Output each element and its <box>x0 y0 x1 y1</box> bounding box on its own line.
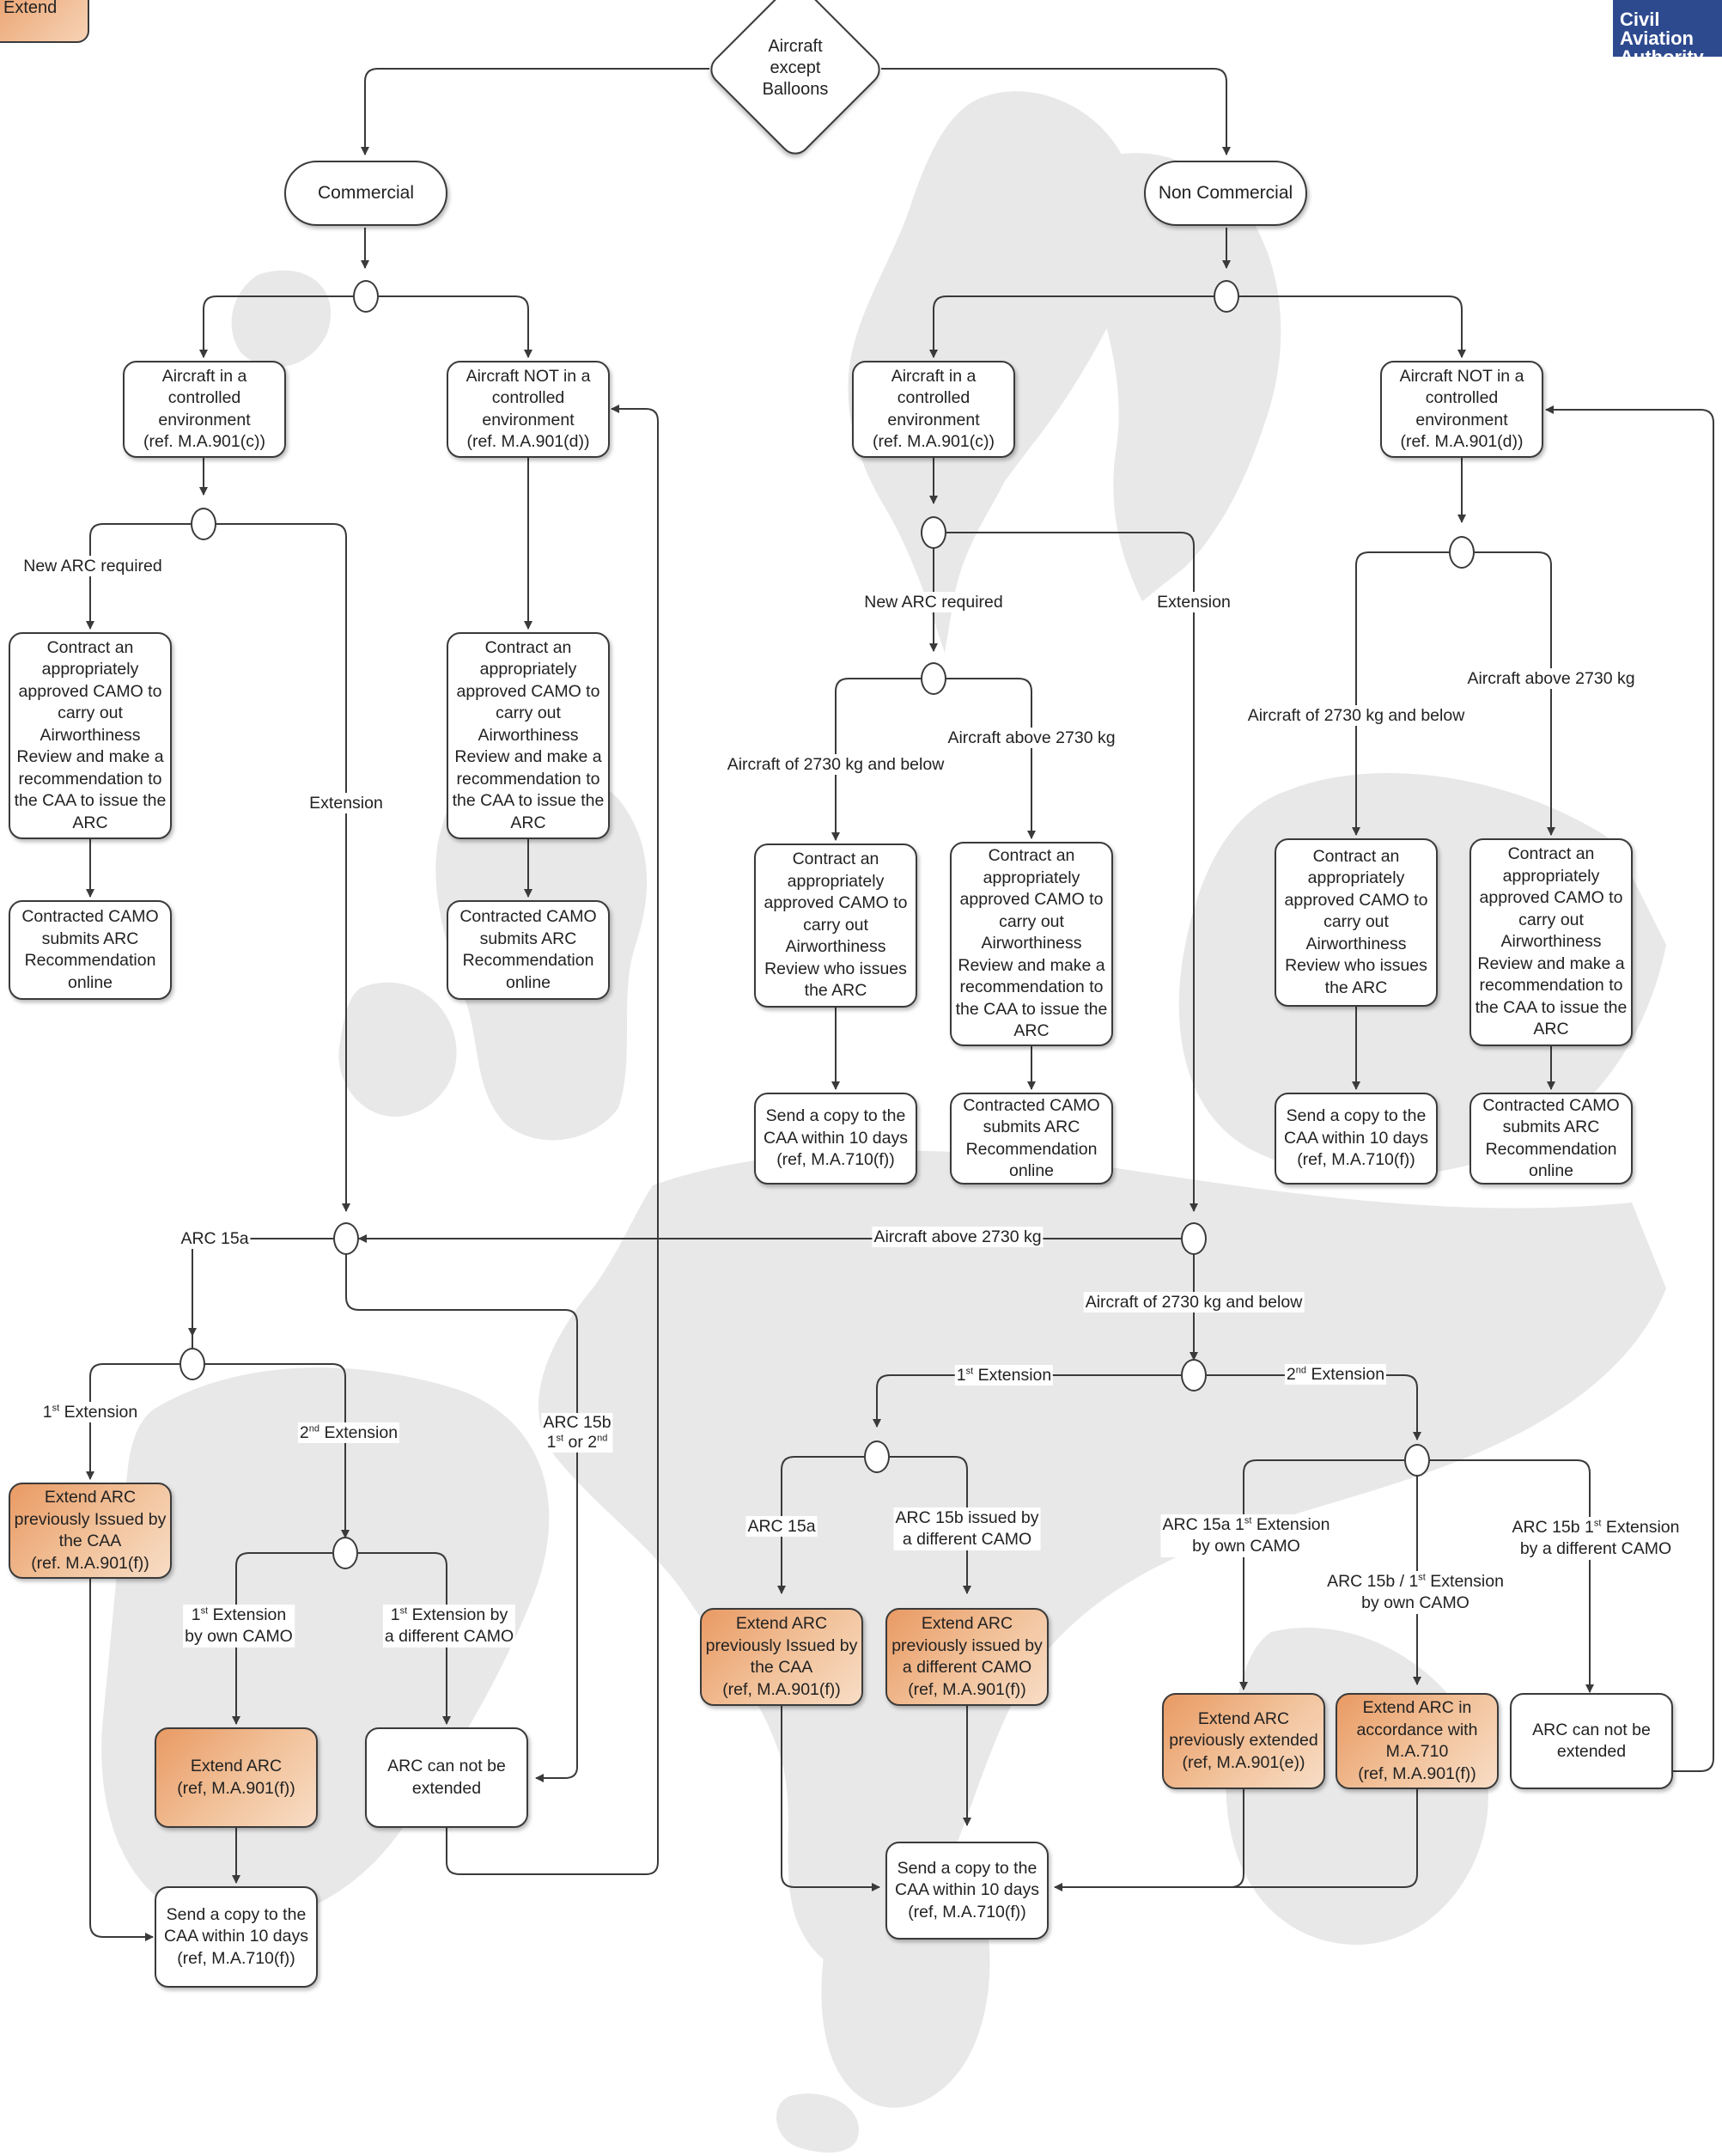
legend-extend-swatch: Extend <box>0 0 89 43</box>
commercial-node: Commercial <box>284 161 447 226</box>
label-arc-15a: ARC 15a <box>179 1228 251 1249</box>
label-ext-above-2730: Aircraft above 2730 kg <box>872 1227 1044 1247</box>
commercial-camo-submit-right-box: Contracted CAMO submits ARC Recommendati… <box>447 900 610 1000</box>
commercial-controlled-box: Aircraft in a controlled environment (re… <box>123 361 286 458</box>
commercial-extend-arc-box: Extend ARC (ref, M.A.901(f)) <box>155 1727 318 1828</box>
decision-node <box>1404 1444 1430 1477</box>
label-extension: Extension <box>307 793 385 813</box>
decision-node <box>180 1348 205 1380</box>
label-first-extension-nc: 1st Extension <box>954 1365 1054 1386</box>
commercial-extend-caa-box: Extend ARC previously Issued by the CAA … <box>9 1483 172 1579</box>
non-commercial-node: Non Commercial <box>1144 161 1307 226</box>
label-arc-15a-own-camo: ARC 15a 1st Extension by own CAMO <box>1160 1514 1332 1557</box>
decision-node <box>353 280 379 313</box>
label-second-extension: 2nd Extension <box>297 1422 400 1443</box>
label-arc-15b-own-camo: ARC 15b / 1st Extension by own CAMO <box>1325 1571 1506 1614</box>
label-arc-15b-different-camo-ext: ARC 15b 1st Extension by a different CAM… <box>1510 1517 1682 1560</box>
label-arc-15a-nc: ARC 15a <box>745 1516 818 1537</box>
noncommercial-extend-diff-camo-box: Extend ARC previously issued by a differ… <box>885 1608 1049 1706</box>
root-label: Aircraft except Balloons <box>762 37 829 99</box>
noncommercial-camo-submit-b-box: Contracted CAMO submits ARC Recommendati… <box>1469 1093 1633 1185</box>
decision-node <box>333 1222 359 1255</box>
label-second-extension-nc: 2nd Extension <box>1284 1364 1387 1385</box>
decision-node <box>332 1537 358 1569</box>
commercial-camo-review-right-box: Contract an appropriately approved CAMO … <box>447 632 610 839</box>
legend-extend-label: Extend <box>3 0 58 17</box>
decision-node <box>864 1440 890 1473</box>
commercial-camo-submit-left-box: Contracted CAMO submits ARC Recommendati… <box>9 900 172 1000</box>
commercial-send-copy-box: Send a copy to the CAA within 10 days (r… <box>155 1886 318 1988</box>
label-arc-15b-different-camo: ARC 15b issued by a different CAMO <box>893 1507 1041 1550</box>
decision-node <box>921 516 946 549</box>
commercial-camo-review-left-box: Contract an appropriately approved CAMO … <box>9 632 172 839</box>
noncommercial-send-copy-b-box: Send a copy to the CAA within 10 days (r… <box>1275 1093 1438 1185</box>
noncommercial-camo-issue-a-box: Contract an appropriately approved CAMO … <box>754 844 917 1008</box>
noncommercial-controlled-box: Aircraft in a controlled environment (re… <box>852 361 1015 458</box>
decision-node <box>1181 1359 1207 1392</box>
caa-logo: Civil Aviation Authority <box>1613 0 1722 57</box>
decision-node <box>921 662 946 695</box>
noncommercial-camo-issue-b-box: Contract an appropriately approved CAMO … <box>1275 838 1438 1007</box>
label-above-2730-b: Aircraft above 2730 kg <box>1465 668 1637 689</box>
noncommercial-extend-caa-box: Extend ARC previously Issued by the CAA … <box>700 1608 863 1706</box>
commercial-not-controlled-box: Aircraft NOT in a controlled environment… <box>447 361 610 458</box>
label-new-arc-required-nc: New ARC required <box>862 592 1005 612</box>
label-first-extension-different-camo: 1st Extension by a different CAMO <box>382 1605 516 1647</box>
noncommercial-send-copy-a-box: Send a copy to the CAA within 10 days (r… <box>754 1093 917 1185</box>
decision-node <box>1181 1222 1207 1255</box>
label-arc-15b: ARC 15b 1st or 2nd <box>541 1413 613 1453</box>
noncommercial-not-controlled-box: Aircraft NOT in a controlled environment… <box>1380 361 1543 458</box>
label-below-2730-a: Aircraft of 2730 kg and below <box>725 754 946 775</box>
commercial-cannot-extend-box: ARC can not be extended <box>365 1727 528 1828</box>
noncommercial-camo-review-b-box: Contract an appropriately approved CAMO … <box>1469 838 1633 1046</box>
decision-node <box>1214 280 1239 313</box>
label-new-arc-required: New ARC required <box>21 556 164 576</box>
noncommercial-extend-710-box: Extend ARC in accordance with M.A.710 (r… <box>1336 1693 1499 1789</box>
noncommercial-camo-submit-a-box: Contracted CAMO submits ARC Recommendati… <box>950 1093 1113 1185</box>
label-ext-below-2730: Aircraft of 2730 kg and below <box>1083 1292 1305 1312</box>
label-below-2730-b: Aircraft of 2730 kg and below <box>1245 705 1467 726</box>
label-above-2730-a: Aircraft above 2730 kg <box>946 728 1117 748</box>
noncommercial-extend-prev-ext-box: Extend ARC previously extended (ref, M.A… <box>1162 1693 1325 1789</box>
noncommercial-send-copy-c-box: Send a copy to the CAA within 10 days (r… <box>885 1842 1049 1940</box>
label-first-extension: 1st Extension <box>40 1402 140 1422</box>
noncommercial-cannot-extend-box: ARC can not be extended <box>1510 1693 1673 1789</box>
noncommercial-camo-review-a-box: Contract an appropriately approved CAMO … <box>950 842 1113 1046</box>
label-extension-nc: Extension <box>1155 592 1232 612</box>
decision-node <box>1449 536 1475 569</box>
label-first-extension-own-camo: 1st Extension by own CAMO <box>183 1605 295 1647</box>
decision-node <box>191 508 216 540</box>
